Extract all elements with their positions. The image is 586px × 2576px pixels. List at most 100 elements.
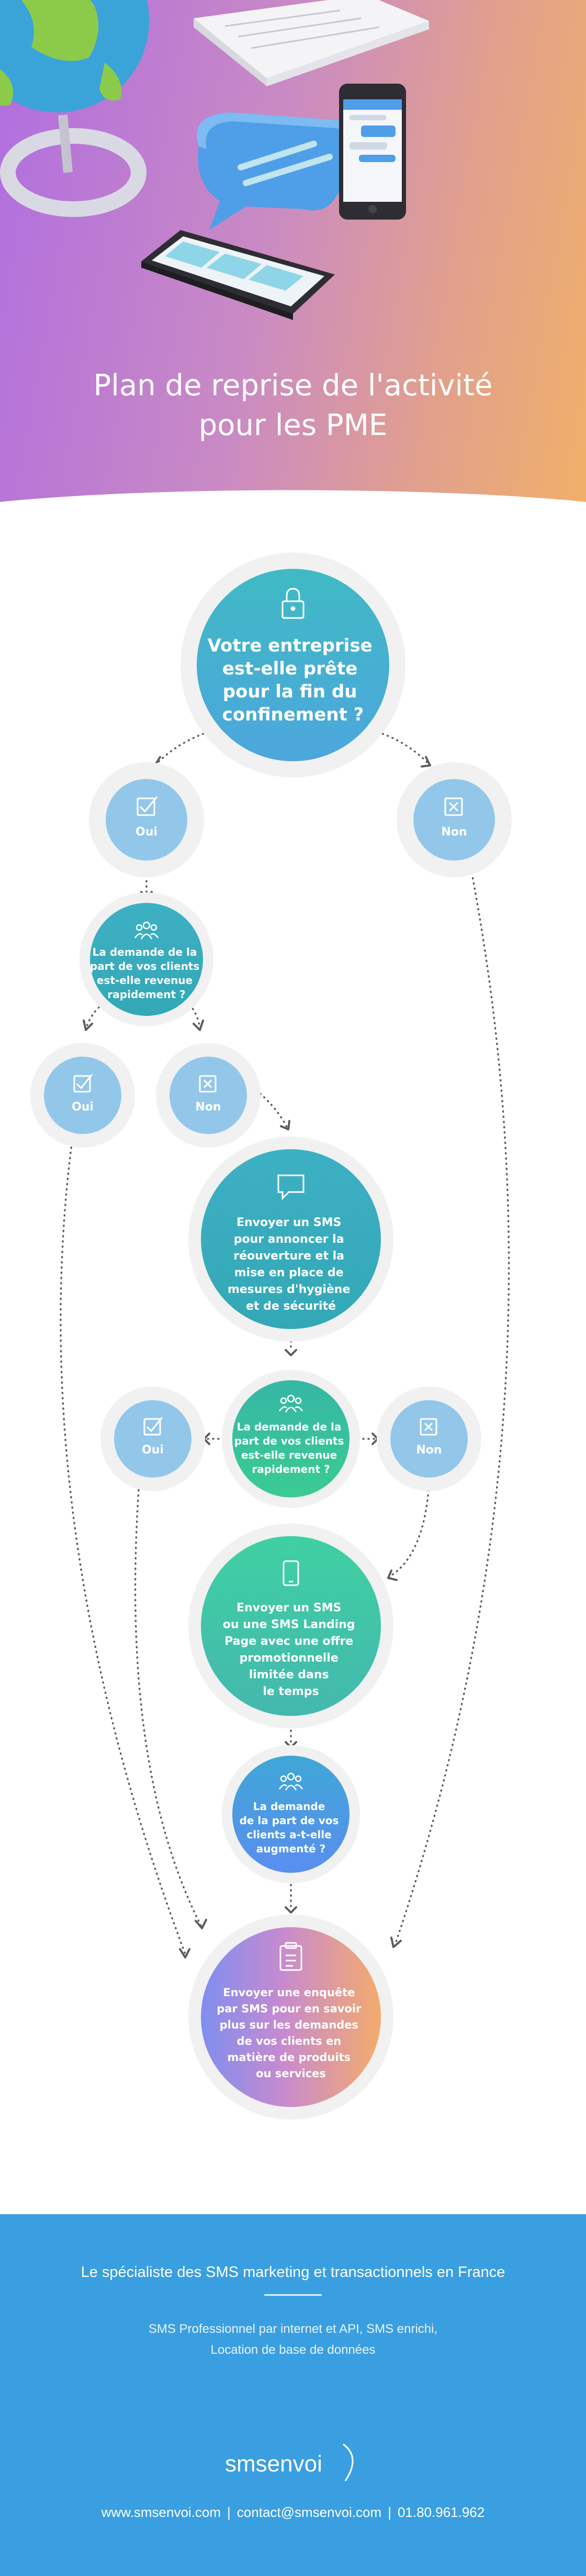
action-1-text: Envoyer un SMS pour annoncer la réouvert… (228, 1216, 354, 1313)
final-line-3: plus sur les demandes (220, 2019, 358, 2031)
clipboard-icon (279, 1942, 302, 1971)
question-3-line-2: de la part de vos (240, 1814, 339, 1827)
oui-label: Oui (136, 826, 157, 839)
logo-text-sms: sms (225, 2451, 267, 2477)
question-2-line-2: part de vos clients (234, 1435, 344, 1447)
footer-description-line-1: SMS Professionnel par internet et API, S… (148, 2322, 438, 2336)
action-2-line-6: le temps (263, 1685, 319, 1698)
arrow-head (193, 1020, 204, 1031)
final-node: Envoyer une enquête par SMS pour en savo… (188, 1915, 393, 2120)
question-3-line-4: augmenté ? (256, 1842, 325, 1855)
question-2-line-4: rapidement ? (252, 1463, 330, 1475)
connector-start-oui (156, 731, 209, 764)
oui-node-1: Oui (89, 762, 204, 877)
final-line-2: par SMS pour en savoir (217, 2002, 362, 2015)
check-icon (73, 1074, 93, 1093)
lock-icon (281, 588, 305, 619)
action-node-1: Envoyer un SMS pour annoncer la réouvert… (188, 1137, 393, 1342)
check-icon (143, 1417, 163, 1436)
footer: Le spécialiste des SMS marketing et tran… (0, 2214, 586, 2576)
action-1-line-1: Envoyer un SMS (236, 1216, 341, 1229)
message-icon (277, 1174, 305, 1200)
connector-start-non (377, 731, 429, 764)
phone-link[interactable]: 01.80.961.962 (397, 2504, 485, 2520)
action-1-line-5: mesures d'hygiène (228, 1283, 350, 1296)
book-illustration (194, 0, 429, 86)
arrow-head (387, 1570, 398, 1581)
arrow-head (285, 1906, 297, 1914)
phone-icon (283, 1560, 299, 1586)
website-link[interactable]: www.smsenvoi.com (101, 2504, 221, 2520)
final-line-6: ou services (256, 2067, 326, 2080)
question-1-line-1: La demande de la (93, 946, 197, 958)
connector-oui-1-final (60, 1131, 187, 1956)
non-node-3: Non (377, 1387, 481, 1491)
arrow-head (83, 1020, 93, 1031)
question-3-text: La demande de la part de vos clients a-t… (240, 1800, 343, 1855)
non-label: Non (416, 1444, 442, 1457)
page-title-line-2: pour les PME (198, 408, 388, 442)
arrow-head (179, 1948, 190, 1959)
arrow-head (280, 1120, 290, 1130)
people-icon (278, 1394, 303, 1413)
final-line-1: Envoyer une enquête (223, 1986, 355, 1999)
hero-banner: Plan de reprise de l'activité pour les P… (0, 0, 586, 515)
start-line-3: pour la fin du (223, 681, 357, 702)
separator: | (227, 2504, 231, 2520)
footer-description: SMS Professionnel par internet et API, S… (0, 2319, 586, 2361)
final-text: Envoyer une enquête par SMS pour en savo… (217, 1986, 365, 2080)
smsenvoi-logo[interactable]: smsenvoi (220, 2439, 366, 2486)
question-2-text: La demande de la part de vos clients est… (234, 1421, 348, 1475)
question-node-2: La demande de la part de vos clients est… (222, 1370, 360, 1508)
people-icon (134, 921, 159, 940)
connector-non-action-2 (389, 1484, 430, 1577)
footer-tagline: Le spécialiste des SMS marketing et tran… (81, 2264, 505, 2281)
cross-icon (199, 1075, 217, 1093)
start-node: Votre entreprise est-elle prête pour la … (181, 553, 405, 777)
cross-icon (420, 1418, 437, 1436)
connector-oui-3-final (134, 1489, 202, 1928)
action-1-line-3: réouverture et la (233, 1250, 344, 1263)
final-line-4: de vos clients en (237, 2035, 342, 2047)
footer-description-line-2: Location de base de données (210, 2343, 376, 2357)
action-node-2: Envoyer un SMS ou une SMS Landing Page a… (188, 1524, 393, 1728)
footer-contact: www.smsenvoi.com | contact@smsenvoi.com | 01… (0, 2504, 586, 2521)
oui-label: Oui (142, 1444, 164, 1457)
separator: | (388, 2504, 391, 2520)
hero-illustration (0, 0, 586, 515)
action-2-line-5: limitée dans (249, 1668, 329, 1681)
phone-illustration (339, 84, 406, 220)
action-2-text: Envoyer un SMS ou une SMS Landing Page a… (223, 1601, 359, 1698)
connector-non-action-1 (255, 1089, 288, 1128)
arrow-head (195, 1919, 207, 1929)
chat-bubble-illustration (197, 112, 366, 230)
arrow-head (421, 756, 431, 768)
logo-arc-icon (343, 2443, 354, 2481)
question-node-1: La demande de la part de vos clients est… (80, 892, 213, 1026)
question-1-line-2: part de vos clients (90, 960, 200, 972)
action-2-line-3: Page avec une offre (224, 1635, 353, 1648)
question-node-3: La demande de la part de vos clients a-t… (222, 1745, 360, 1883)
non-node-2: Non (156, 1043, 261, 1148)
start-line-1: Votre entreprise (208, 635, 373, 656)
cross-icon (444, 797, 463, 816)
question-1-line-4: rapidement ? (107, 988, 185, 1001)
question-2-line-1: La demande de la (237, 1421, 342, 1433)
action-1-line-4: mise en place de (234, 1266, 344, 1279)
arrow-head (285, 1349, 297, 1356)
action-2-line-2: ou une SMS Landing (223, 1618, 355, 1631)
start-line-4: confinement ? (222, 704, 364, 725)
email-link[interactable]: contact@smsenvoi.com (236, 2504, 382, 2520)
action-2-line-4: promotionnelle (240, 1652, 339, 1665)
non-label: Non (195, 1101, 221, 1114)
svg-text:smsenvoi: smsenvoi (225, 2451, 322, 2477)
oui-node-2: Oui (30, 1043, 135, 1148)
arrow-head (390, 1937, 402, 1948)
globe-illustration (0, 0, 149, 217)
question-3-line-3: clients a-t-elle (246, 1828, 331, 1841)
page-title-line-1: Plan de reprise de l'activité (93, 369, 493, 403)
action-2-line-1: Envoyer un SMS (236, 1601, 341, 1615)
question-3-line-1: La demande (253, 1800, 325, 1813)
logo-text-envoi: envoi (267, 2451, 322, 2477)
